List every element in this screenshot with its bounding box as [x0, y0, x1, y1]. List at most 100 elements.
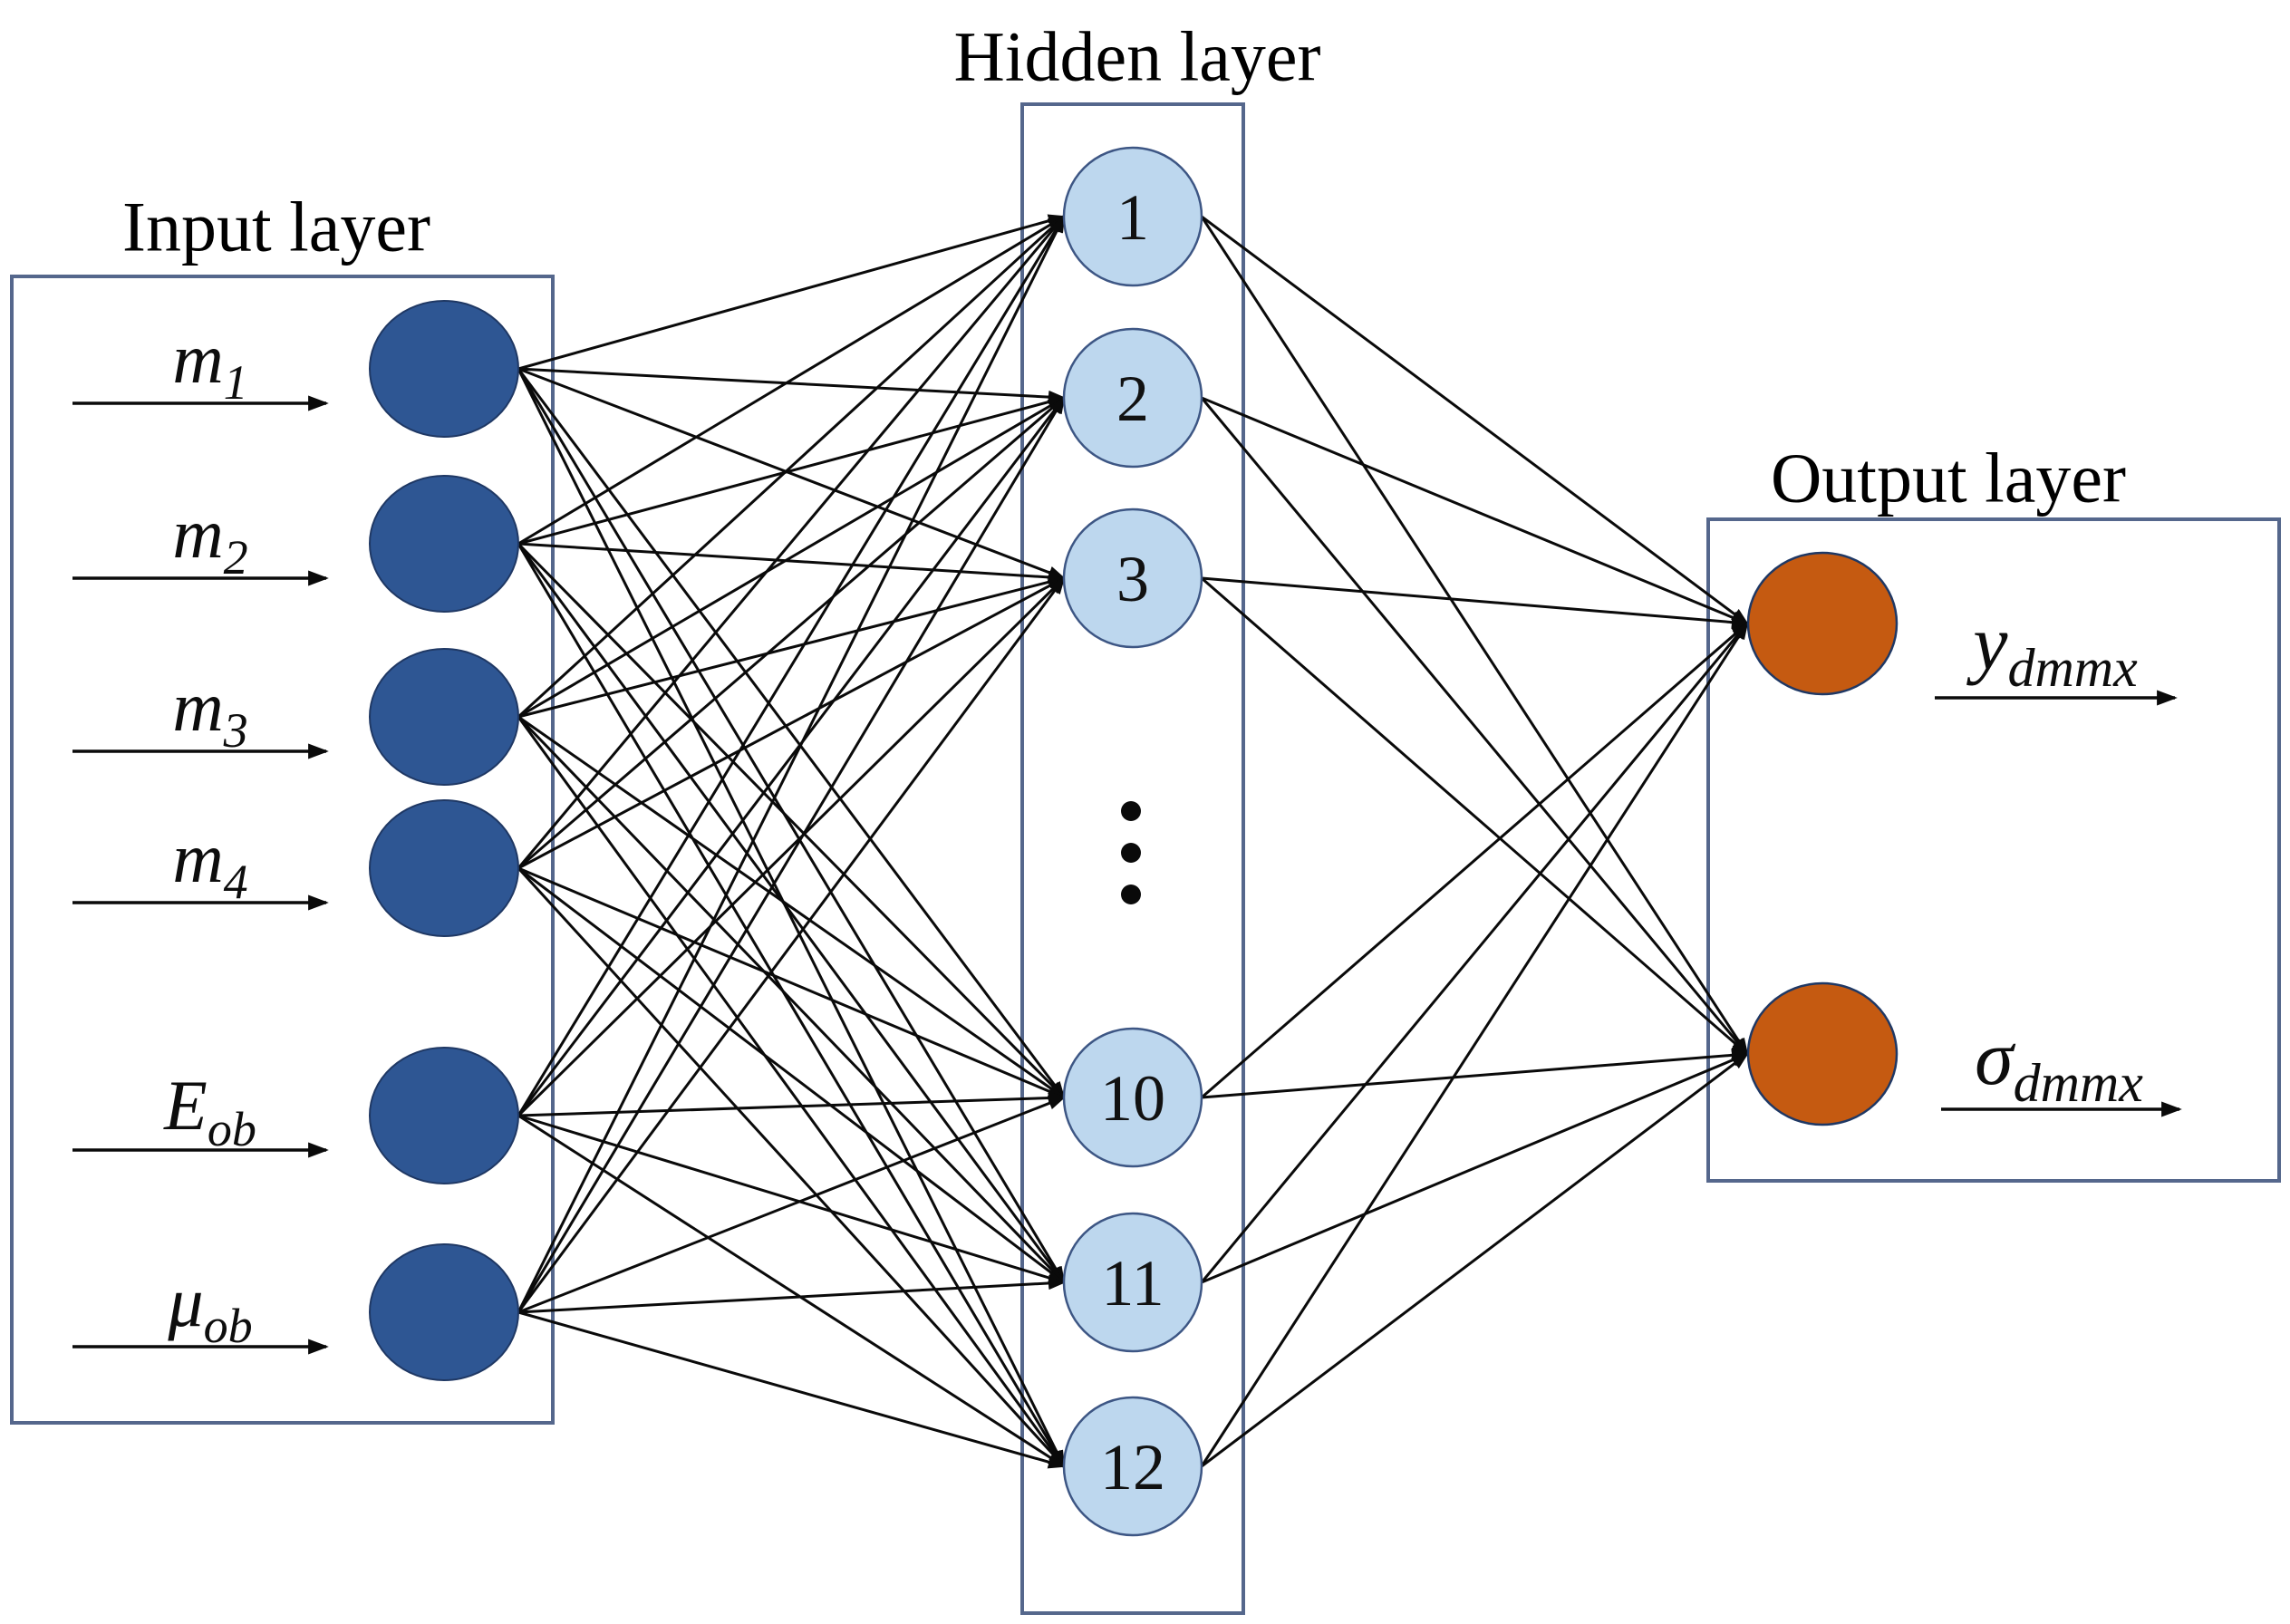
edge-input5-hidden3 [517, 576, 1066, 1117]
output-label-ydmmx-sub: dmmx [2007, 638, 2138, 698]
edge-input5-hidden2 [517, 396, 1066, 1116]
edge-hidden3-output2 [1201, 576, 1749, 1056]
edge-input1-hidden3 [517, 367, 1067, 580]
edge-input2-hidden12 [517, 543, 1066, 1469]
edge-input3-hidden1 [517, 215, 1066, 719]
hidden-node-3 [1062, 508, 1203, 649]
hidden-node-11 [1062, 1212, 1203, 1353]
edge-input3-hidden2 [517, 396, 1067, 719]
hidden-node-label-1: 1 [1116, 181, 1149, 254]
output-label-ydmmx-base: y [1966, 599, 2008, 686]
output-node-ydmmx [1746, 551, 1899, 696]
input-label-m4: m4 [172, 818, 247, 909]
edge-input4-hidden10 [517, 866, 1067, 1099]
input-label-m4-base: m [172, 818, 223, 897]
hidden-node-label-3: 3 [1116, 543, 1149, 615]
input-label-Eob: Eob [163, 1066, 256, 1156]
edge-input2-hidden3 [517, 542, 1067, 585]
output-layer-title: Output layer [1771, 439, 2126, 517]
edge-input2-hidden11 [517, 543, 1066, 1284]
input-label-m2: m2 [172, 494, 247, 585]
input-label-muob: μob [167, 1262, 252, 1353]
hidden-node-label-2: 2 [1116, 362, 1149, 435]
edge-hidden10-output1 [1201, 622, 1749, 1099]
edge-input4-hidden1 [517, 215, 1066, 869]
edge-input4-hidden2 [517, 396, 1066, 870]
edge-input2-hidden10 [517, 542, 1066, 1099]
io-arrows-group [72, 395, 2182, 1355]
input-label-m3-base: m [172, 667, 223, 746]
edge-input6-hidden10 [517, 1096, 1067, 1314]
edge-hidden12-output1 [1200, 621, 1749, 1467]
edge-input6-hidden2 [517, 395, 1066, 1313]
hidden-ellipsis-dot [1121, 884, 1141, 904]
output-label-sigmadmmx-sub: dmmx [2014, 1053, 2144, 1113]
nodes-group [369, 146, 1899, 1537]
edge-input1-hidden1 [517, 214, 1067, 371]
hidden-node-12 [1062, 1396, 1203, 1537]
output-label-ydmmx: ydmmx [1966, 599, 2138, 698]
hidden-node-label-11: 11 [1101, 1247, 1164, 1320]
edge-hidden11-output1 [1200, 622, 1749, 1283]
output-label-sigmadmmx-base: σ [1975, 1014, 2016, 1101]
edge-hidden1-output1 [1201, 215, 1749, 625]
input-node-m3 [369, 648, 519, 786]
input-label-m2-base: m [172, 494, 223, 573]
hidden-layer-title: Hidden layer [953, 17, 1320, 96]
input-label-m4-sub: 4 [224, 855, 248, 909]
edge-input5-hidden1 [517, 214, 1066, 1116]
edge-input3-hidden3 [517, 575, 1067, 719]
hidden-node-label-12: 12 [1100, 1431, 1165, 1503]
edge-input5-hidden10 [517, 1091, 1067, 1117]
input-node-m4 [369, 799, 519, 937]
hidden-node-label-10: 10 [1100, 1062, 1165, 1135]
edge-hidden2-output2 [1200, 397, 1749, 1056]
edge-input1-hidden12 [517, 368, 1066, 1469]
input-label-Eob-base: E [163, 1066, 208, 1145]
output-layer-box [1706, 517, 2281, 1183]
input-label-m3: m3 [172, 667, 247, 758]
input-node-m1 [369, 300, 519, 438]
edge-input1-hidden10 [517, 368, 1066, 1099]
output-label-sigmadmmx: σdmmx [1975, 1014, 2143, 1113]
input-node-Eob [369, 1047, 519, 1184]
input-layer-title: Input layer [122, 188, 430, 266]
edge-input4-hidden11 [517, 866, 1066, 1284]
edge-input6-hidden12 [517, 1310, 1067, 1469]
edge-hidden3-output1 [1201, 576, 1750, 629]
edge-input2-hidden2 [517, 395, 1067, 546]
edge-hidden12-output2 [1201, 1052, 1749, 1468]
input-node-muob [369, 1243, 519, 1381]
input-label-m2-sub: 2 [224, 530, 248, 585]
input-label-m3-sub: 3 [223, 703, 248, 758]
edge-input1-hidden2 [517, 367, 1067, 404]
input-label-muob-base: μ [167, 1262, 203, 1341]
input-label-m1: m1 [172, 319, 247, 410]
edge-hidden1-output2 [1200, 216, 1749, 1057]
input-label-Eob-sub: ob [208, 1102, 256, 1156]
edge-input6-hidden1 [517, 214, 1066, 1313]
edge-input2-hidden1 [517, 215, 1067, 546]
edge-input5-hidden12 [517, 1114, 1067, 1468]
input-label-m1-base: m [172, 319, 223, 398]
hidden-node-10 [1062, 1027, 1203, 1168]
edge-input3-hidden10 [517, 715, 1066, 1099]
edge-input5-hidden11 [517, 1114, 1067, 1285]
edges-group [517, 214, 1750, 1469]
hidden-layer-box [1020, 102, 1245, 1615]
edge-hidden2-output1 [1201, 396, 1750, 625]
hidden-ellipsis-dot [1121, 843, 1141, 863]
edge-input6-hidden11 [517, 1276, 1067, 1314]
edge-input1-hidden11 [517, 368, 1066, 1285]
hidden-node-1 [1062, 146, 1203, 287]
input-label-m1-sub: 1 [224, 355, 248, 410]
edge-input4-hidden3 [517, 576, 1067, 870]
hidden-ellipsis-dot [1121, 801, 1141, 821]
hidden-node-2 [1062, 327, 1203, 469]
input-label-muob-sub: ob [204, 1299, 253, 1353]
input-node-m2 [369, 475, 519, 613]
edge-input6-hidden3 [517, 576, 1066, 1313]
titles-group: Input layer Hidden layer Output layer [122, 17, 2126, 517]
